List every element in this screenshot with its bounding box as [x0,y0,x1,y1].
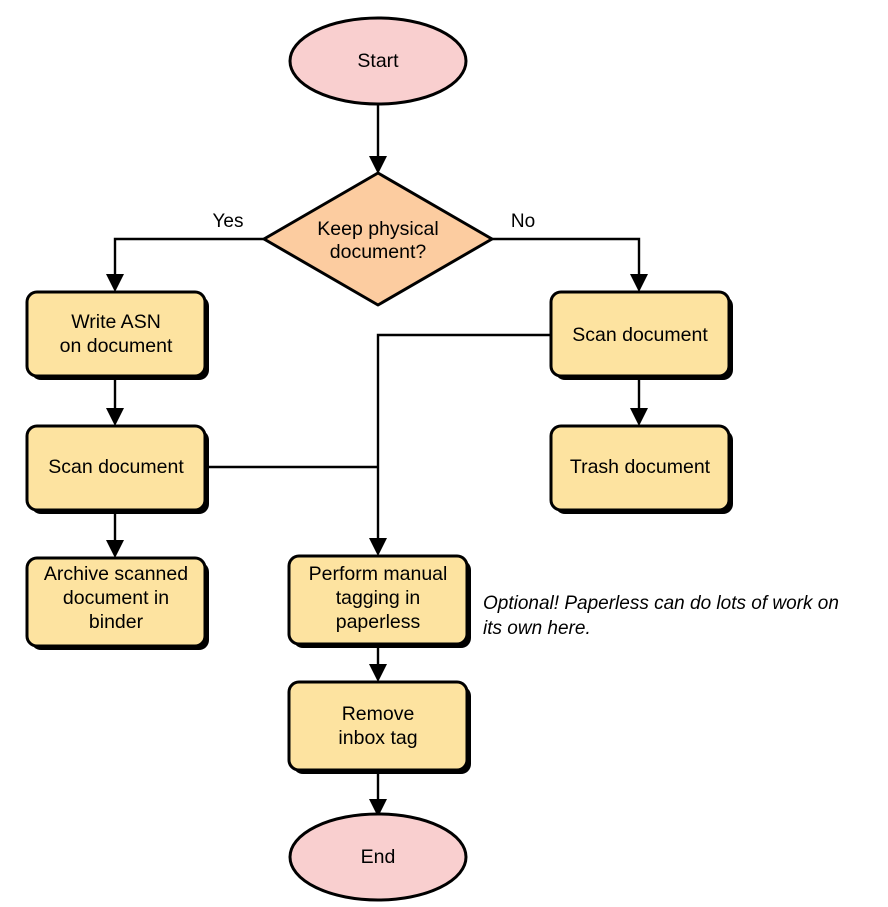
annotation-optional-note: Optional! Paperless can do lots of work … [483,593,839,639]
node-scan-left-label: Scan document [48,456,184,478]
node-write-asn-on-document[interactable]: Write ASN on document [25,290,209,380]
write-asn-box [25,290,207,378]
end-ellipse [288,812,468,902]
edge-write-asn-to-scan-left [106,378,124,426]
node-trash-document[interactable]: Trash document [549,424,733,514]
edge-label-no: No [511,211,535,232]
scan-left-box [25,424,207,512]
node-decision-label-line2: document? [330,241,427,263]
scan-right-box [549,290,731,378]
archive-box [25,556,207,648]
edge-scan-left-to-archive [106,510,124,558]
node-end[interactable]: End [288,812,468,902]
node-perform-manual-tagging[interactable]: Perform manual tagging in paperless [287,554,471,648]
node-start[interactable]: Start [288,16,468,106]
edge-scan-right-to-trash [630,378,648,426]
node-archive-scanned-document-in-binder[interactable]: Archive scanned document in binder [25,556,209,650]
node-write-asn-label-line1: Write ASN [71,311,161,333]
node-remove-tag-label-line1: Remove [342,703,415,725]
node-trash-label: Trash document [570,456,711,478]
decision-diamond [262,171,494,307]
node-scan-document-right[interactable]: Scan document [549,290,733,380]
start-ellipse [288,16,468,106]
edge-scan-right-to-tagging [369,333,551,556]
node-decision-keep-physical-document[interactable]: Keep physical document? [262,171,494,307]
node-archive-label-line2: document in [63,587,169,609]
node-start-label: Start [357,50,399,72]
node-decision-label-line1: Keep physical [317,218,438,240]
trash-box [549,424,731,512]
node-end-label: End [361,846,396,868]
node-write-asn-label-line2: on document [60,335,173,357]
node-remove-inbox-tag[interactable]: Remove inbox tag [287,680,471,774]
edge-label-yes: Yes [213,211,244,232]
edge-decision-yes-to-write-asn [106,237,264,292]
edge-remove-tag-to-end [369,771,387,817]
node-tagging-label-line3: paperless [336,611,421,633]
node-scan-right-label: Scan document [572,324,708,346]
node-remove-tag-label-line2: inbox tag [338,727,417,749]
node-tagging-label-line1: Perform manual [309,563,448,585]
optional-note-line1: Optional! Paperless can do lots of work … [483,593,839,614]
edge-decision-no-to-scan-right [492,237,648,292]
edge-start-to-decision [369,104,387,174]
node-archive-label-line3: binder [89,611,144,633]
node-scan-document-left[interactable]: Scan document [25,424,209,514]
node-tagging-label-line2: tagging in [336,587,421,609]
tagging-box [287,554,469,646]
optional-note-line2: its own here. [483,618,591,639]
node-archive-label-line1: Archive scanned [44,563,188,585]
remove-tag-box [287,680,469,772]
